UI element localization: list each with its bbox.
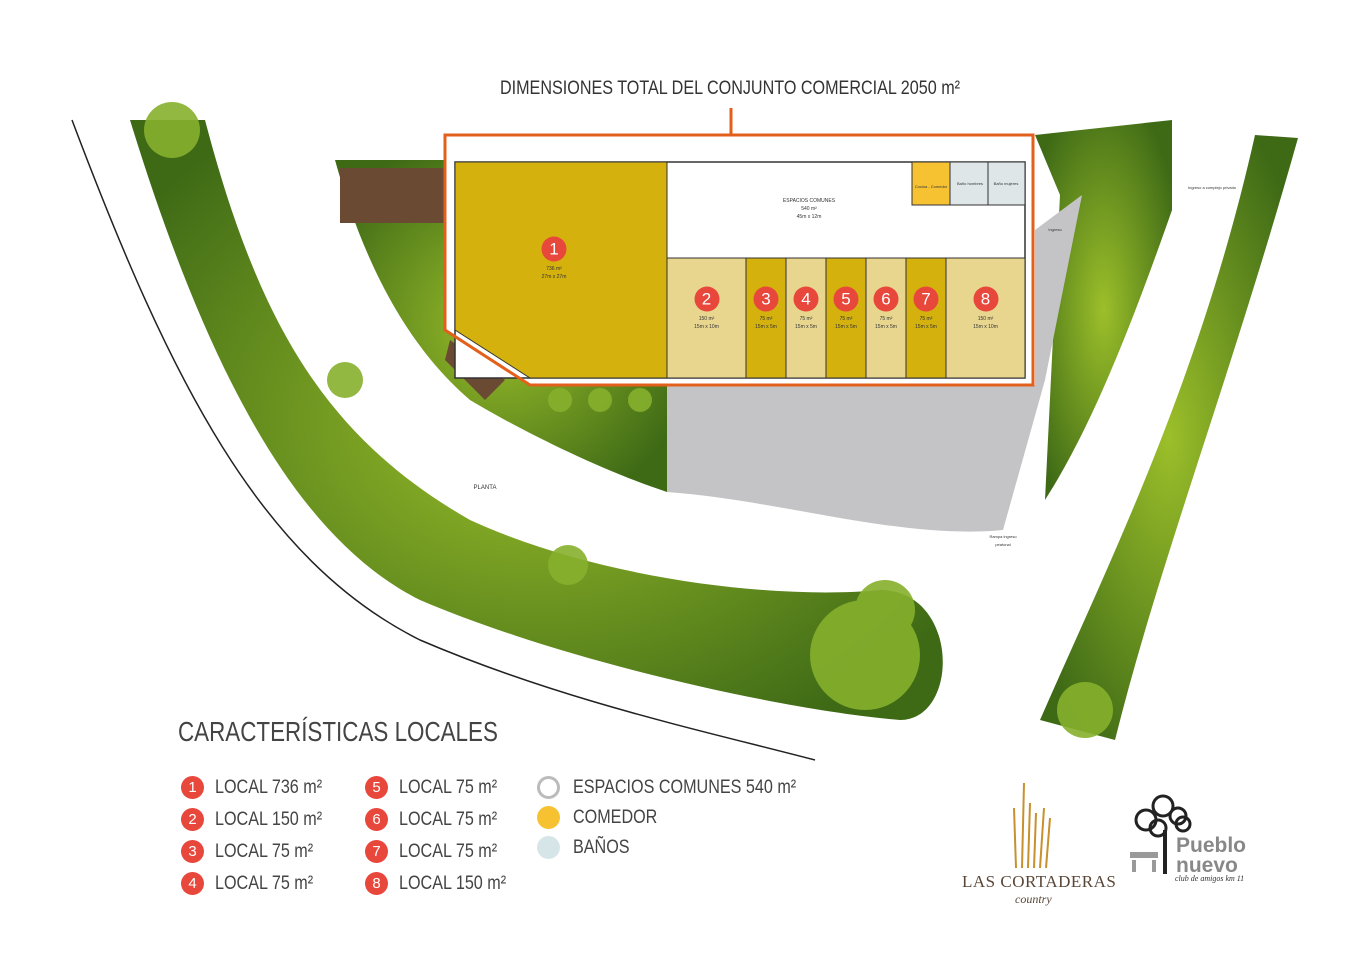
local-6-badge: 6 [873,286,899,312]
local-2-area [666,257,747,379]
local-3-badge: 3 [753,286,779,312]
local-number-badge: 5 [365,776,388,799]
local-1-badge: 1 [541,236,567,262]
legend-title: CARACTERÍSTICAS LOCALES [178,716,498,747]
ingreso-label: Ingreso [1048,227,1062,232]
legend-item-local-8: 8 LOCAL 150 m² [365,872,525,895]
bano-mujeres-label: Baño mujeres [993,181,1019,186]
local-number-badge: 2 [181,808,204,831]
legend-label: LOCAL 75 m² [399,776,498,798]
local-3-area [745,257,787,379]
legend-item-local-6: 6 LOCAL 75 m² [365,808,514,831]
zone-swatch [537,836,560,859]
zone-swatch [537,806,560,829]
las-cortaderas-logo: LAS CORTADERAS [962,872,1117,891]
local-2-badge: 2 [694,286,719,312]
parking-lot [667,195,1082,532]
rampa-label: Rampa ingreso peatonal [989,534,1017,547]
cortaderas-grass-icon [1013,782,1051,869]
green-strip [1040,135,1298,740]
local-number-badge: 4 [181,872,204,895]
local-number-badge: 7 [365,840,388,863]
comedor-label: Cocina - Comedor [914,184,948,189]
legend-label: LOCAL 75 m² [399,840,498,862]
local-1-area [454,161,668,379]
legend-label: LOCAL 75 m² [215,872,314,894]
legend-item-local-3: 3 LOCAL 75 m² [181,840,330,863]
legend-label: LOCAL 75 m² [399,808,498,830]
legend-zone-0: ESPACIOS COMUNES 540 m² [537,776,836,799]
planta-label: PLANTA [473,485,497,491]
legend-item-local-1: 1 LOCAL 736 m² [181,776,341,799]
legend-zone-label: COMEDOR [573,806,658,828]
legend-zone-2: BAÑOS [537,836,640,859]
comedor-area [911,161,951,206]
legend-label: LOCAL 75 m² [215,840,314,862]
trees [144,102,1113,738]
pueblo-nuevo-tree-icon [1130,794,1192,874]
local-8-area [945,257,1026,379]
local-4-badge: 4 [793,286,819,312]
local-number-badge: 6 [365,808,388,831]
pueblo-nuevo-subtitle: club de amigos km 11 [1175,874,1245,883]
legend-label: LOCAL 150 m² [215,808,323,830]
legend-label: LOCAL 150 m² [399,872,507,894]
legend-zone-label: BAÑOS [573,836,630,858]
legend-item-local-4: 4 LOCAL 75 m² [181,872,330,895]
local-7-badge: 7 [913,286,939,312]
boundary-line [71,119,816,761]
local-8-badge: 8 [973,286,998,312]
bano-hombres-label: Baño hombres [956,181,984,186]
local-5-badge: 5 [833,286,859,312]
local-7-area [905,257,947,379]
page-title: DIMENSIONES TOTAL DEL CONJUNTO COMERCIAL… [499,78,961,99]
legend-zone-1: COMEDOR [537,806,672,829]
legend-item-local-7: 7 LOCAL 75 m² [365,840,514,863]
local-number-badge: 1 [181,776,204,799]
wooden-deck [340,168,445,223]
legend-label: LOCAL 736 m² [215,776,323,798]
ingreso-privado-label: Ingreso a complejo privado [1187,185,1237,190]
zone-swatch [537,776,560,799]
local-4-area [785,257,827,379]
local-number-badge: 8 [365,872,388,895]
legend-item-local-2: 2 LOCAL 150 m² [181,808,341,831]
las-cortaderas-subtitle: country [1015,892,1052,906]
green-area-center [335,160,667,492]
legend-item-local-5: 5 LOCAL 75 m² [365,776,514,799]
conjunto-outline [443,133,1035,387]
legend-zone-label: ESPACIOS COMUNES 540 m² [573,776,797,798]
local-number-badge: 3 [181,840,204,863]
